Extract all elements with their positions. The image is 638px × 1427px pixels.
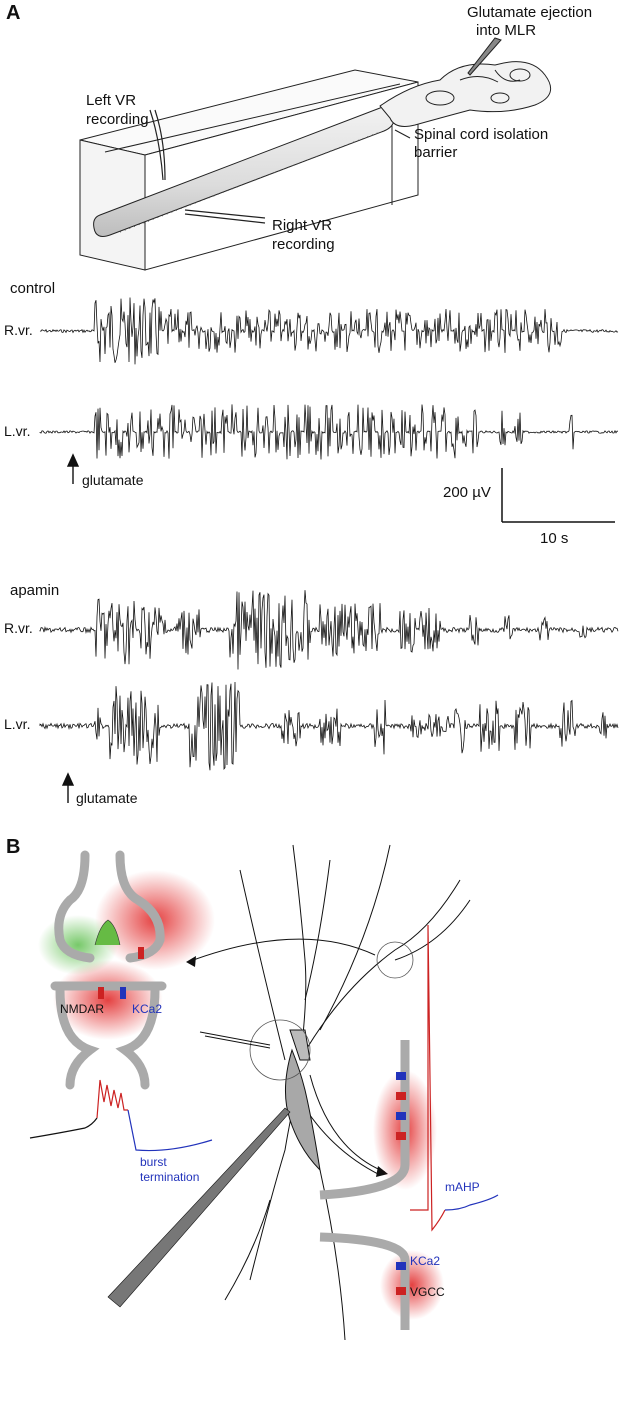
glutamate-arrow-control <box>66 453 80 484</box>
scale-amplitude-label: 200 µV <box>443 484 491 501</box>
apamin-lvr-trace <box>39 681 619 771</box>
apamin-glutamate-label: glutamate <box>76 790 138 806</box>
apamin-rvr-trace <box>39 590 619 670</box>
scale-bar <box>501 468 615 523</box>
trace-group <box>39 297 619 771</box>
barrier-label-line2: barrier <box>414 144 458 161</box>
kca2-bottom-label: KCa2 <box>410 1254 441 1268</box>
mahp-label: mAHP <box>445 1180 480 1194</box>
control-rvr-trace <box>39 297 619 365</box>
scale-time-label: 10 s <box>540 530 569 547</box>
burst-trace <box>29 1079 213 1152</box>
barrier-label: Spinal cord isolation <box>414 126 549 143</box>
burst-termination-label: termination <box>140 1170 200 1184</box>
membrane-channels <box>319 924 499 1330</box>
neuron-schematic <box>107 844 471 1341</box>
control-title: control <box>10 280 56 297</box>
left-vr-label: Left VR <box>86 92 137 109</box>
glutamate-arrow-apamin <box>61 772 75 803</box>
right-vr-label: Right VR <box>272 217 333 234</box>
apamin-title: apamin <box>10 582 60 599</box>
vgcc-label: VGCC <box>410 1285 445 1299</box>
control-glutamate-label: glutamate <box>82 472 144 488</box>
glutamate-ejection-label: Glutamate ejection <box>467 4 593 21</box>
control-rvr-label: R.vr. <box>4 322 33 338</box>
nmdar-label: NMDAR <box>60 1002 104 1016</box>
burst-label: burst <box>140 1155 167 1169</box>
synapse-diagram <box>38 850 215 1090</box>
panel-letter-b: B <box>6 836 21 858</box>
left-vr-label-line2: recording <box>86 111 149 128</box>
preparation-schematic <box>79 37 552 271</box>
panel-letter-a: A <box>6 2 21 24</box>
control-lvr-trace <box>39 404 618 460</box>
right-vr-label-line2: recording <box>272 236 335 253</box>
control-lvr-label: L.vr. <box>4 423 31 439</box>
kca2-top-label: KCa2 <box>132 1002 163 1016</box>
apamin-rvr-label: R.vr. <box>4 620 33 636</box>
glutamate-ejection-label-line2: into MLR <box>476 22 537 39</box>
apamin-lvr-label: L.vr. <box>4 716 31 732</box>
